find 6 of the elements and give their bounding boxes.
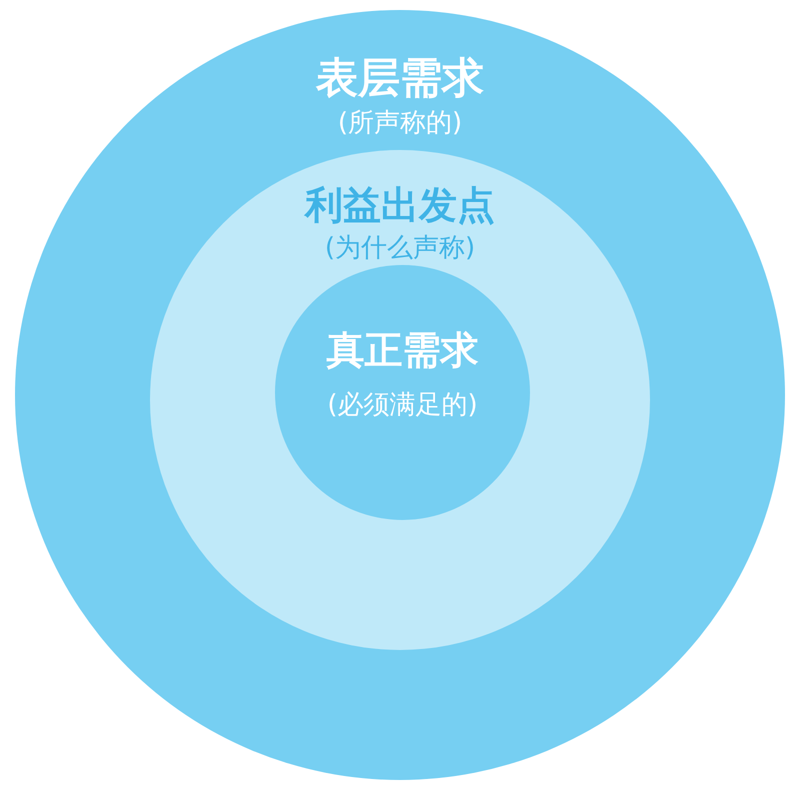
layer-subtitle: (所声称的) — [338, 107, 462, 140]
layer-subtitle: (为什么声称) — [324, 232, 476, 265]
layer-subtitle: (必须满足的) — [327, 389, 478, 422]
layer-title: 利益出发点 — [305, 182, 495, 229]
layer-title: 表层需求 — [316, 52, 484, 104]
layer-title: 真正需求 — [326, 327, 478, 374]
